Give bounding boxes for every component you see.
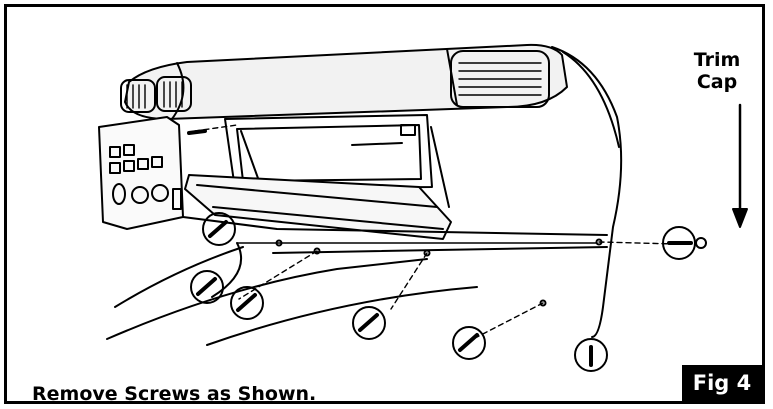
dash-tube <box>124 43 568 120</box>
arrow-down-icon <box>732 103 748 228</box>
right-vent <box>450 50 550 108</box>
glove-box <box>224 114 450 208</box>
trim-cap-icon <box>662 226 707 260</box>
callout-line-2: Cap <box>696 71 738 93</box>
figure-label: Fig 4 <box>682 365 762 401</box>
lower-panel <box>106 216 608 346</box>
dash-edge <box>551 46 623 338</box>
trim-cap-callout: Trim Cap <box>686 49 748 93</box>
figure-frame: Trim Cap Remove Screws as Shown. Fig 4 <box>4 4 765 404</box>
screw-holes <box>275 238 603 307</box>
screw-icon <box>187 129 608 372</box>
figure-caption: Remove Screws as Shown. <box>32 383 317 404</box>
control-panel <box>98 116 184 230</box>
callout-line-1: Trim <box>693 49 741 71</box>
glove-box-door <box>184 174 452 240</box>
left-vents <box>120 76 192 113</box>
dashboard-illustration <box>98 43 748 372</box>
